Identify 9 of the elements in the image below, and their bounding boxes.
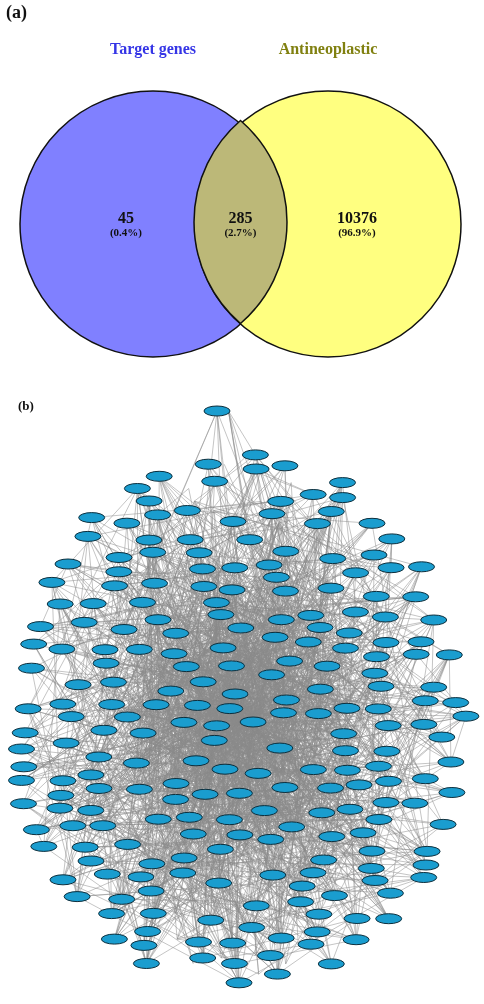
panel-label: (a): [6, 2, 27, 23]
count-value: 285: [228, 209, 253, 227]
percent-value: (0.4%): [109, 226, 143, 238]
count-value: 10376: [337, 209, 377, 227]
count-value: 45: [118, 209, 134, 227]
panel-label: (b): [18, 398, 34, 414]
percent-value: (96.9%): [338, 226, 376, 238]
percent-value: (2.7%): [224, 226, 257, 238]
set-title: Antineoplastic: [277, 40, 379, 58]
